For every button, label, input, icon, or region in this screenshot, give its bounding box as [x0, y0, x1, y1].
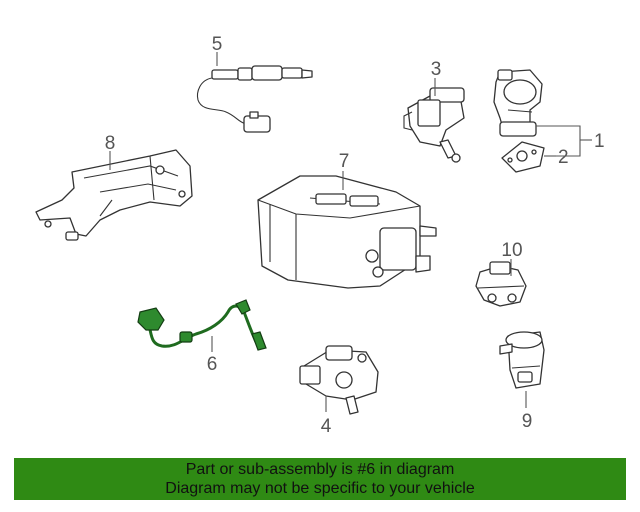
fitment-banner: Part or sub-assembly is #6 in diagram Di…: [14, 458, 626, 500]
callout-4: 4: [321, 416, 332, 437]
leader-1: [536, 125, 581, 157]
callout-10: 10: [501, 240, 522, 261]
part-8-bracket[interactable]: [35, 149, 193, 241]
part-10-solenoid[interactable]: [475, 261, 527, 307]
part-2-gasket[interactable]: [501, 141, 545, 173]
part-3-solenoid[interactable]: [403, 87, 465, 163]
parts-diagram: 5 3 1 2 8: [35, 34, 605, 437]
callout-9: 9: [522, 411, 533, 432]
part-1-egr-valve[interactable]: [493, 69, 543, 137]
part-7-canister[interactable]: [257, 175, 437, 289]
part-5-oxygen-sensor[interactable]: [196, 65, 313, 133]
callout-2: 2: [558, 147, 569, 168]
callout-3: 3: [431, 59, 442, 80]
part-6-oxygen-sensor-highlighted[interactable]: [137, 299, 267, 351]
callout-5: 5: [212, 34, 223, 55]
part-9-filter[interactable]: [499, 331, 545, 389]
banner-line-2: Diagram may not be specific to your vehi…: [165, 480, 475, 497]
callout-7: 7: [339, 151, 350, 172]
part-4-solenoid[interactable]: [299, 345, 379, 415]
banner-line-1: Part or sub-assembly is #6 in diagram: [185, 461, 455, 478]
callout-1: 1: [594, 131, 605, 152]
callout-8: 8: [105, 133, 116, 154]
callout-6: 6: [207, 354, 218, 375]
